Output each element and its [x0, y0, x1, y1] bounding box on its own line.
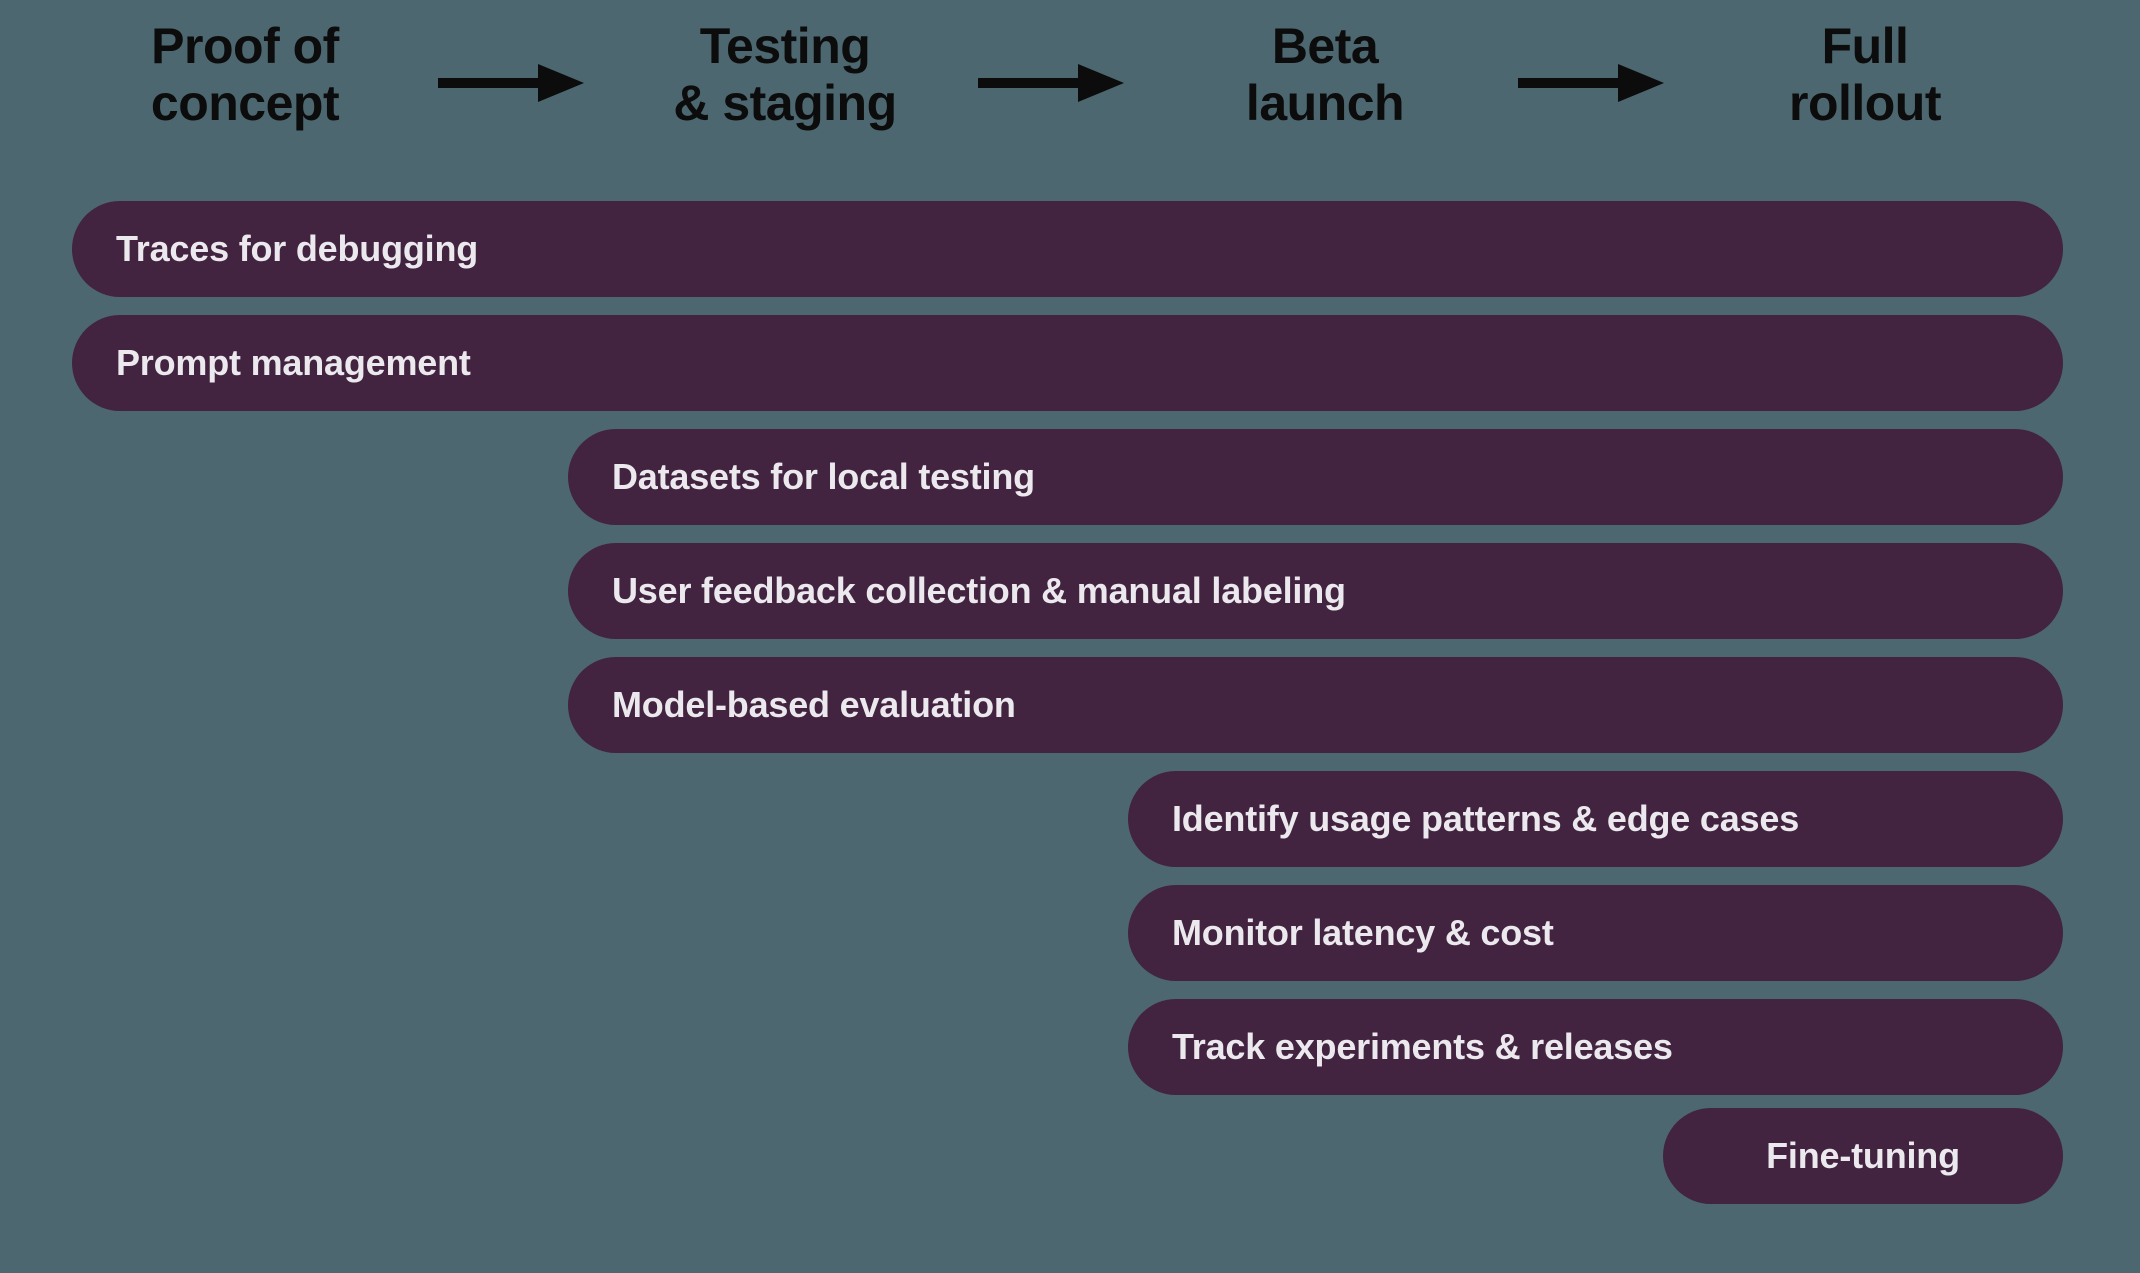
- arrow-right-icon: [978, 60, 1128, 106]
- capability-pill[interactable]: User feedback collection & manual labeli…: [568, 543, 2063, 639]
- arrow-right-icon: [1518, 60, 1668, 106]
- capability-pill[interactable]: Fine-tuning: [1663, 1108, 2063, 1204]
- capability-pill-label: Monitor latency & cost: [1172, 912, 1554, 953]
- capability-pill-label: Prompt management: [116, 342, 471, 383]
- capability-pill-label: Model-based evaluation: [612, 684, 1016, 725]
- capability-pill-label: Identify usage patterns & edge cases: [1172, 798, 1800, 839]
- capability-pill[interactable]: Prompt management: [72, 315, 2063, 411]
- capability-pill[interactable]: Monitor latency & cost: [1128, 885, 2063, 981]
- capability-pill-label: Traces for debugging: [116, 228, 479, 269]
- stage-header-testing-and-staging: Testing & staging: [673, 18, 897, 131]
- stage-header-proof-of-concept: Proof of concept: [150, 18, 340, 131]
- capability-pill[interactable]: Datasets for local testing: [568, 429, 2063, 525]
- capability-pill[interactable]: Identify usage patterns & edge cases: [1128, 771, 2063, 867]
- capability-pill-label: Datasets for local testing: [612, 456, 1035, 497]
- capability-pill-label: Track experiments & releases: [1172, 1026, 1673, 1067]
- stage-header-full-rollout: Full rollout: [1788, 18, 1942, 131]
- stage-header-beta-launch: Beta launch: [1245, 18, 1405, 131]
- arrow-right-icon: [438, 60, 588, 106]
- capability-pill-label: User feedback collection & manual labeli…: [612, 570, 1346, 611]
- capability-pill[interactable]: Model-based evaluation: [568, 657, 2063, 753]
- capability-pill[interactable]: Track experiments & releases: [1128, 999, 2063, 1095]
- capability-pill[interactable]: Traces for debugging: [72, 201, 2063, 297]
- capability-pill-label: Fine-tuning: [1766, 1135, 1960, 1176]
